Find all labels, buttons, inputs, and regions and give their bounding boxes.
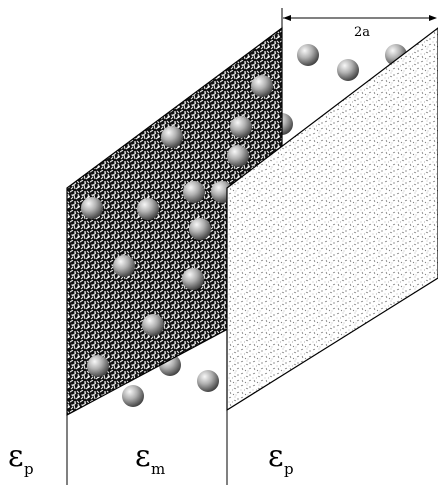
particle [183, 181, 205, 203]
particle [161, 126, 183, 148]
particle [142, 314, 164, 336]
particle [251, 75, 273, 97]
particle [227, 145, 249, 167]
epsilon-subscript: m [151, 460, 165, 478]
particle [137, 198, 159, 220]
particle [337, 59, 359, 81]
region-label-middle: ε m [135, 439, 165, 478]
epsilon-subscript: p [284, 460, 294, 478]
dimension-indicator [281, 8, 437, 28]
particle [113, 255, 135, 277]
epsilon-subscript: p [24, 460, 34, 478]
particles-in-dark-plate [81, 75, 273, 377]
particle [122, 385, 144, 407]
epsilon-symbol: ε [268, 439, 284, 474]
epsilon-symbol: ε [8, 439, 24, 474]
region-label-left: ε p [8, 439, 34, 478]
dimension-label: 2a [354, 25, 370, 40]
particle [297, 44, 319, 66]
particle [197, 370, 219, 392]
particle [182, 268, 204, 290]
epsilon-symbol: ε [135, 439, 151, 474]
particle [230, 116, 252, 138]
particle [81, 197, 103, 219]
light-plate [226, 27, 438, 412]
region-label-right: ε p [268, 439, 294, 478]
particle [189, 218, 211, 240]
particle [87, 355, 109, 377]
